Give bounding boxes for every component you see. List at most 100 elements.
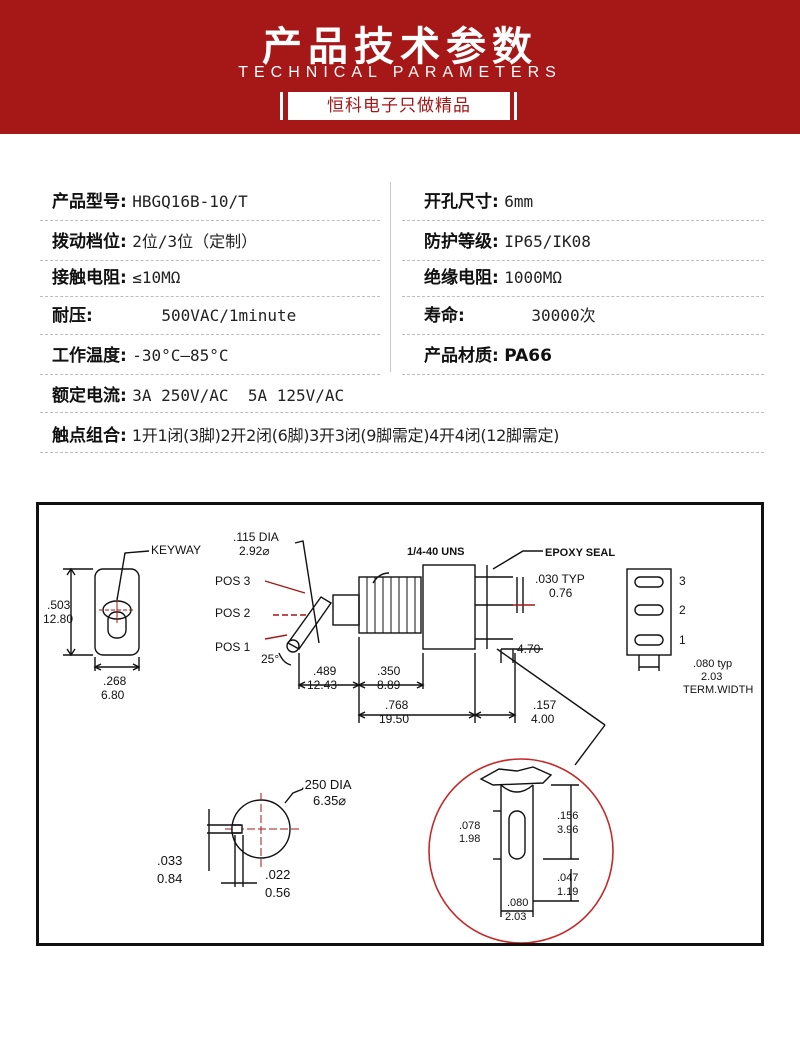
tagline-bar-right	[514, 92, 517, 120]
dim-198: 1.98	[459, 833, 480, 845]
dim-056: 0.56	[265, 885, 290, 900]
row-separator	[40, 452, 764, 453]
spec-value: 30000次	[531, 306, 596, 325]
dim-350: .350	[377, 664, 401, 678]
dim-268: .268	[103, 674, 127, 688]
label-pos1: POS 1	[215, 640, 251, 654]
dim-680: 6.80	[101, 688, 125, 702]
spec-value: IP65/IK08	[504, 232, 591, 251]
dim-768: .768	[385, 698, 409, 712]
dim-022: .022	[265, 867, 290, 882]
spec-value: -30°C—85°C	[132, 346, 229, 365]
dim-470: 4.70	[517, 642, 541, 656]
spec-label: 产品材质:	[424, 346, 499, 366]
spec-label: 接触电阻:	[52, 268, 127, 288]
dim-489: .489	[313, 664, 337, 678]
spec-label: 拨动档位:	[52, 232, 127, 252]
brand-tagline: 恒科电子只做精品	[288, 92, 510, 120]
spec-label: 产品型号:	[52, 192, 127, 212]
spec-label: 额定电流:	[52, 386, 127, 406]
dim-635: 6.35⌀	[313, 793, 346, 808]
spec-value: 1开1闭(3脚)2开2闭(6脚)3开3闭(9脚需定)4开4闭(12脚需定)	[131, 426, 560, 445]
dim-400: 4.00	[531, 712, 555, 726]
dim-076: 0.76	[549, 586, 573, 600]
page-title: 产品技术参数	[262, 24, 538, 70]
spec-life: 寿命: 30000次	[424, 300, 596, 332]
spec-label: 开孔尺寸:	[424, 192, 499, 212]
dim-080: .080	[507, 897, 528, 909]
dim-030: .030 TYP	[535, 572, 585, 586]
front-view	[63, 550, 150, 671]
spec-contact-resistance: 接触电阻: ≤10MΩ	[52, 262, 180, 294]
label-epoxy: EPOXY SEAL	[545, 547, 615, 559]
label-term-width: TERM.WIDTH	[683, 684, 753, 696]
spec-label: 防护等级:	[424, 232, 499, 252]
dim-396: 3.96	[557, 824, 578, 836]
spec-label: 耐压:	[52, 306, 93, 326]
spec-protection: 防护等级: IP65/IK08	[424, 226, 591, 258]
label-pos2: POS 2	[215, 606, 251, 620]
spec-label: 绝缘电阻:	[424, 268, 499, 288]
dim-889: 8.89	[377, 678, 401, 692]
label-keyway: KEYWAY	[151, 543, 201, 557]
technical-drawing: KEYWAY .503 12.80 .268 6.80 .115 DIA 2.9…	[43, 530, 753, 943]
spec-label: 寿命:	[424, 306, 465, 326]
dim-292: 2.92⌀	[239, 544, 270, 558]
dim-1280: 12.80	[43, 612, 73, 626]
row-separator	[402, 296, 764, 297]
header-banner: 产品技术参数 TECHNICAL PARAMETERS 恒科电子只做精品	[0, 0, 800, 134]
page-subtitle: TECHNICAL PARAMETERS	[238, 64, 562, 81]
spec-model: 产品型号: HBGQ16B-10/T	[52, 186, 248, 218]
side-view	[264, 540, 606, 766]
spec-voltage: 耐压: 500VAC/1minute	[52, 300, 296, 332]
spec-column-divider	[390, 182, 391, 372]
row-separator	[40, 412, 764, 413]
technical-drawing-frame: KEYWAY .503 12.80 .268 6.80 .115 DIA 2.9…	[36, 502, 764, 946]
spec-contact-combo: 触点组合: 1开1闭(3脚)2开2闭(6脚)3开3闭(9脚需定)4开4闭(12脚…	[52, 420, 559, 452]
dim-084: 0.84	[157, 871, 182, 886]
terminal-2: 2	[679, 603, 686, 617]
dim-250-dia: .250 DIA	[301, 777, 352, 792]
row-separator	[40, 334, 380, 335]
spec-value: 6mm	[504, 192, 534, 211]
terminal-detail-view	[428, 758, 614, 943]
spec-value: 2位/3位（定制）	[132, 232, 258, 251]
row-separator	[40, 374, 380, 375]
terminal-3: 3	[679, 574, 686, 588]
spec-temperature: 工作温度: -30°C—85°C	[52, 340, 229, 372]
spec-position: 拨动档位: 2位/3位（定制）	[52, 226, 257, 258]
spec-current: 额定电流: 3A 250V/AC 5A 125V/AC	[52, 380, 344, 412]
spec-table: 产品型号: HBGQ16B-10/T 开孔尺寸: 6mm 拨动档位: 2位/3位…	[0, 0, 800, 470]
spec-value: HBGQ16B-10/T	[132, 192, 248, 211]
dim-078: .078	[459, 820, 480, 832]
spec-value: 500VAC/1minute	[161, 306, 297, 325]
dim-156: .156	[557, 810, 578, 822]
dim-1243: 12.43	[307, 678, 337, 692]
terminal-end-view	[626, 568, 672, 671]
row-separator	[402, 220, 764, 221]
row-separator	[402, 334, 764, 335]
dim-203-detail: 2.03	[505, 911, 526, 923]
terminal-1: 1	[679, 633, 686, 647]
spec-value: 1000MΩ	[504, 268, 563, 287]
dim-203: 2.03	[701, 671, 722, 683]
row-separator	[40, 296, 380, 297]
spec-material: 产品材质: PA66	[424, 340, 552, 372]
dim-047: .047	[557, 872, 578, 884]
dim-080-typ: .080 typ	[693, 658, 732, 670]
row-separator	[40, 260, 380, 261]
spec-hole: 开孔尺寸: 6mm	[424, 186, 533, 218]
spec-label: 触点组合:	[52, 426, 127, 446]
label-pos3: POS 3	[215, 574, 251, 588]
dim-115-dia: .115 DIA	[233, 530, 279, 544]
tagline-bar-left	[280, 92, 283, 120]
panel-hole-view	[207, 788, 304, 887]
spec-insulation: 绝缘电阻: 1000MΩ	[424, 262, 562, 294]
label-thread: 1/4-40 UNS	[407, 546, 464, 558]
label-angle: 25°	[261, 652, 279, 666]
spec-value: ≤10MΩ	[132, 268, 181, 287]
dim-119: 1.19	[557, 886, 578, 898]
dim-157: .157	[533, 698, 557, 712]
spec-value: PA66	[504, 346, 552, 366]
row-separator	[402, 374, 764, 375]
